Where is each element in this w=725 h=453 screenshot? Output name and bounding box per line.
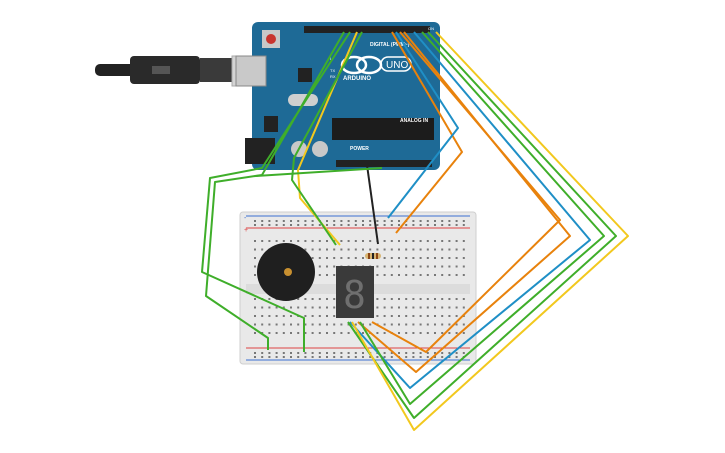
- tx-label: TX: [330, 68, 335, 73]
- wire[interactable]: [205, 31, 345, 350]
- wire[interactable]: [366, 164, 379, 245]
- wire[interactable]: [391, 31, 463, 234]
- on-label: ON: [428, 26, 434, 31]
- minus-rail-label: -: [244, 215, 247, 222]
- wire[interactable]: [347, 31, 617, 419]
- plus-rail-label: +: [244, 227, 248, 234]
- seven-segment-display[interactable]: 8: [336, 266, 374, 318]
- arduino-board[interactable]: ARDUINO UNO DIGITAL (PWM~) POWER ANALOG …: [235, 22, 440, 170]
- wire[interactable]: [387, 31, 459, 219]
- wire[interactable]: [371, 31, 561, 353]
- l-led-label: L: [330, 56, 333, 61]
- analog-label: ANALOG IN: [400, 118, 428, 124]
- wires: [201, 31, 629, 431]
- piezo-buzzer[interactable]: [257, 243, 315, 301]
- power-analog-header: [336, 160, 432, 167]
- digital-label: DIGITAL (PWM~): [370, 42, 410, 48]
- board-model: UNO: [386, 60, 408, 71]
- display-digit: 8: [343, 273, 366, 317]
- wire[interactable]: [351, 31, 629, 431]
- wire[interactable]: [359, 31, 605, 405]
- rx-label: RX: [330, 74, 336, 79]
- power-label: POWER: [350, 146, 369, 152]
- wire[interactable]: [291, 31, 363, 246]
- atmega-chip: [332, 118, 434, 140]
- wire[interactable]: [255, 167, 383, 177]
- digital-header: [304, 26, 430, 33]
- board-brand: ARDUINO: [343, 76, 371, 82]
- resistor[interactable]: [365, 253, 381, 259]
- wire[interactable]: [201, 31, 351, 352]
